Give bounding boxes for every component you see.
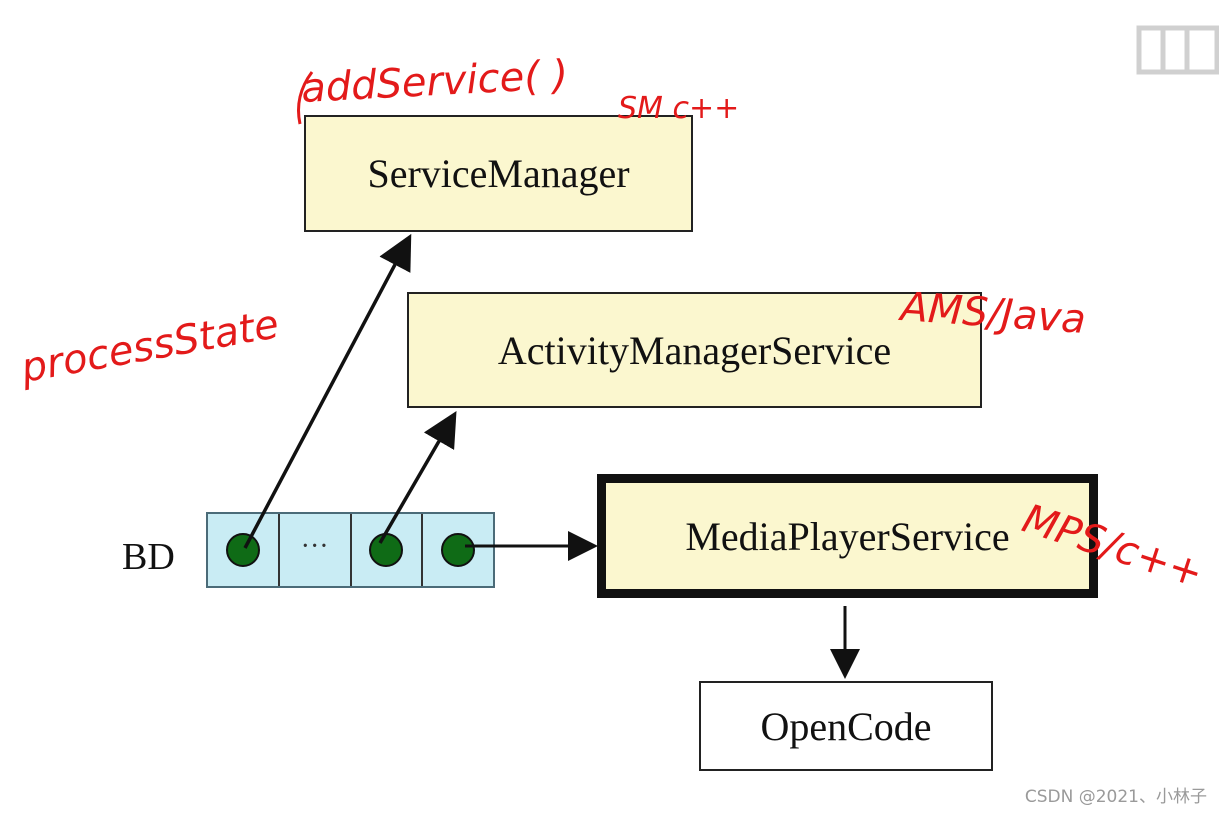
watermark: CSDN @2021、小林子 <box>1024 787 1207 807</box>
open-code-box: OpenCode <box>699 681 993 771</box>
bd-cell-2: ··· <box>280 514 352 586</box>
bd-dot-1 <box>225 533 260 567</box>
media-player-service-box: MediaPlayerService <box>597 474 1098 598</box>
open-code-label: OpenCode <box>760 703 932 749</box>
bd-ellipsis: ··· <box>300 531 329 562</box>
bd-cell-1 <box>208 514 280 586</box>
arrow-bd-to-service-manager <box>243 233 412 549</box>
bd-dot-3 <box>441 533 476 567</box>
activity-manager-service-label: ActivityManagerService <box>497 327 892 373</box>
annotation-add-service: addService( ) <box>300 52 569 112</box>
bd-cell-3 <box>352 514 424 586</box>
media-player-service-label: MediaPlayerService <box>685 513 1010 559</box>
bd-dot-2 <box>369 533 404 567</box>
bd-label: BD <box>122 536 175 578</box>
logo-icon <box>1136 25 1219 75</box>
bd-table: ··· <box>206 512 495 588</box>
activity-manager-service-box: ActivityManagerService <box>407 292 982 408</box>
bd-cell-4 <box>423 514 493 586</box>
annotation-process-state: processState <box>17 301 282 392</box>
service-manager-box: ServiceManager <box>304 115 693 232</box>
service-manager-label: ServiceManager <box>367 151 630 196</box>
